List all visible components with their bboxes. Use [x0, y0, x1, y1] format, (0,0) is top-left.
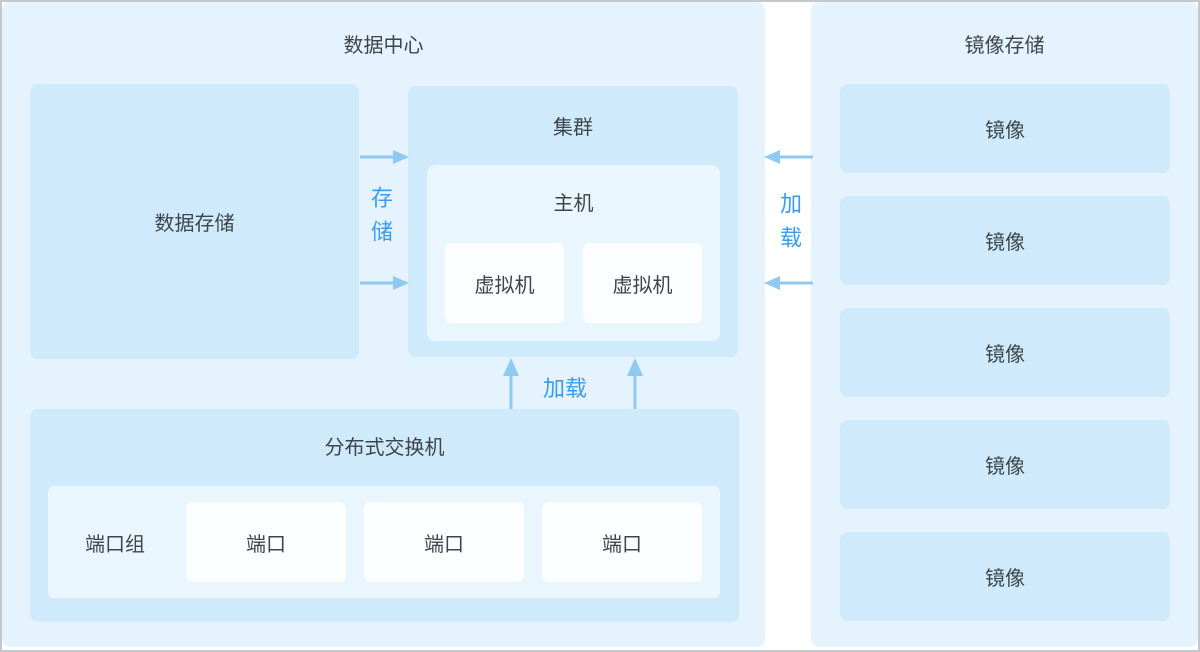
image-label: 镜像	[985, 454, 1025, 478]
host-title: 主机	[553, 191, 594, 215]
distributed-switch-title: 分布式交换机	[324, 435, 445, 459]
image-label: 镜像	[985, 230, 1025, 254]
cluster-title: 集群	[553, 115, 593, 139]
arrow-left-icon	[764, 276, 813, 290]
arrow-left-icon	[764, 150, 813, 164]
data-center-title: 数据中心	[343, 33, 424, 57]
host-box: 主机 虚拟机 虚拟机	[427, 165, 720, 341]
vm-label: 虚拟机	[612, 272, 673, 297]
vm-label: 虚拟机	[474, 272, 535, 297]
data-storage-label: 数据存储	[154, 211, 235, 235]
image-box: 镜像	[840, 308, 1170, 397]
load-flow-label-right: 加载	[776, 192, 801, 260]
distributed-switch-box: 分布式交换机 端口组 端口 端口 端口	[30, 409, 739, 622]
arrow-right-icon	[360, 150, 409, 164]
image-label: 镜像	[985, 566, 1025, 590]
image-box: 镜像	[840, 532, 1170, 621]
arrow-up-icon	[503, 358, 519, 409]
image-box: 镜像	[840, 420, 1170, 509]
vm-box: 虚拟机	[445, 243, 564, 323]
port-group-container: 端口组 端口 端口 端口	[48, 486, 720, 598]
vm-box: 虚拟机	[583, 243, 702, 323]
port-box: 端口	[186, 502, 346, 582]
cluster-box: 集群 主机 虚拟机 虚拟机	[408, 86, 738, 357]
image-box: 镜像	[840, 196, 1170, 285]
port-label: 端口	[424, 531, 464, 556]
load-flow-label-bottom: 加载	[543, 377, 588, 402]
port-group-label: 端口组	[85, 531, 145, 556]
port-label: 端口	[602, 531, 642, 556]
image-storage-panel: 镜像存储 镜像 镜像 镜像 镜像 镜像	[811, 2, 1198, 647]
image-box: 镜像	[840, 84, 1170, 173]
image-label: 镜像	[985, 342, 1025, 366]
data-center-panel: 数据中心 数据存储 集群 主机 虚拟机 虚拟机 分布式交换机 端口组 端口	[2, 2, 765, 647]
port-box: 端口	[364, 502, 524, 582]
storage-flow-label: 存储	[367, 186, 392, 254]
port-box: 端口	[542, 502, 702, 582]
port-label: 端口	[246, 531, 286, 556]
data-storage-box: 数据存储	[30, 84, 359, 359]
arrow-up-icon	[627, 358, 643, 409]
image-label: 镜像	[985, 118, 1025, 142]
image-storage-title: 镜像存储	[964, 33, 1045, 57]
arrow-right-icon	[360, 276, 409, 290]
